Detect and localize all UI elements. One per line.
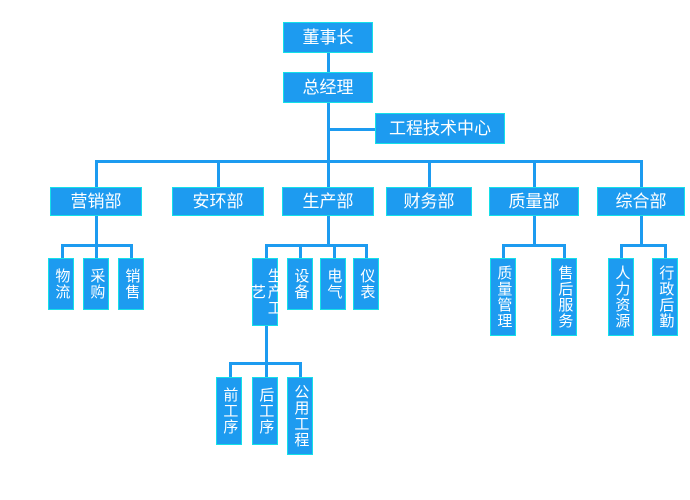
connector-gm-to-engineering-center: [327, 128, 375, 131]
connector-drop-marketing: [95, 160, 98, 187]
connector-drop-finance: [428, 160, 431, 187]
connector-drop-production: [327, 160, 330, 187]
connector-production-trunk: [327, 215, 330, 246]
node-human-resources[interactable]: 人力资源: [608, 258, 634, 336]
connector-gm-trunk: [327, 103, 330, 161]
connector-drop-production-process: [265, 244, 268, 259]
node-electrical[interactable]: 电气: [320, 258, 346, 310]
node-department-marketing[interactable]: 营销部: [50, 187, 142, 216]
connector-drop-electrical: [333, 244, 336, 259]
connector-drop-instrumentation: [365, 244, 368, 259]
connector-general-affairs-bus: [620, 244, 667, 247]
node-back-process[interactable]: 后工序: [252, 377, 278, 445]
connector-drop-back-process: [265, 362, 268, 377]
node-department-safety-environment[interactable]: 安环部: [172, 187, 264, 216]
node-utilities[interactable]: 公用工程: [287, 377, 313, 455]
connector-drop-equipment: [299, 244, 302, 259]
connector-drop-logistics: [61, 244, 64, 259]
node-department-general-affairs[interactable]: 综合部: [597, 187, 685, 216]
connector-general-affairs-trunk: [640, 215, 643, 246]
connector-production-bus: [265, 244, 367, 247]
node-instrumentation[interactable]: 仪表: [353, 258, 379, 310]
node-department-production[interactable]: 生产部: [282, 187, 374, 216]
node-after-sales-service[interactable]: 售后服务: [551, 258, 577, 336]
node-department-quality[interactable]: 质量部: [489, 187, 579, 216]
node-equipment[interactable]: 设备: [287, 258, 313, 310]
node-chairman[interactable]: 董事长: [283, 22, 373, 53]
node-production-process[interactable]: 生产工艺: [249, 258, 283, 326]
node-front-process[interactable]: 前工序: [216, 377, 242, 445]
connector-drop-administration: [664, 244, 667, 259]
connector-drop-sales: [130, 244, 133, 259]
connector-quality-bus: [502, 244, 566, 247]
node-department-finance[interactable]: 财务部: [386, 187, 472, 216]
connector-drop-quality: [533, 160, 536, 187]
connector-production-process-trunk: [265, 325, 268, 364]
connector-drop-human-resources: [620, 244, 623, 259]
connector-drop-general-affairs: [640, 160, 643, 187]
connector-drop-utilities: [299, 362, 302, 377]
connector-department-bus: [95, 160, 640, 163]
connector-drop-front-process: [229, 362, 232, 377]
node-engineering-center[interactable]: 工程技术中心: [375, 113, 505, 144]
connector-chairman-to-gm: [327, 52, 330, 72]
connector-quality-trunk: [533, 215, 536, 246]
connector-marketing-trunk: [95, 215, 98, 246]
connector-drop-quality-management: [502, 244, 505, 259]
connector-drop-safety: [217, 160, 220, 187]
node-administration-logistics[interactable]: 行政后勤: [652, 258, 678, 336]
node-procurement[interactable]: 采购: [83, 258, 109, 310]
connector-drop-after-sales: [563, 244, 566, 259]
node-logistics[interactable]: 物流: [48, 258, 74, 310]
node-general-manager[interactable]: 总经理: [283, 72, 373, 103]
node-sales[interactable]: 销售: [118, 258, 144, 310]
node-quality-management[interactable]: 质量管理: [490, 258, 516, 336]
connector-drop-procurement: [95, 244, 98, 259]
